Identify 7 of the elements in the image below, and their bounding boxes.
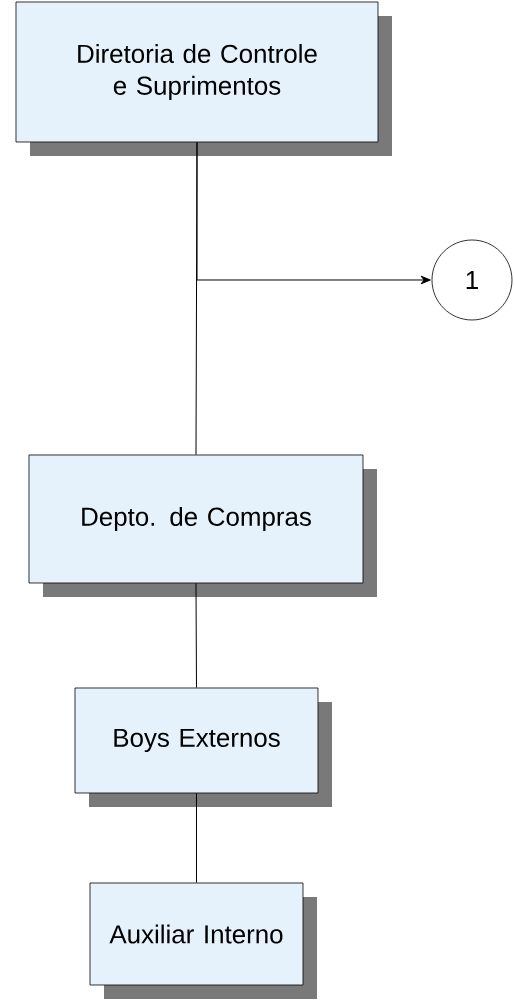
org-box: Depto. de Compras <box>28 454 377 597</box>
connector-line <box>196 792 197 884</box>
connector-line <box>195 582 197 689</box>
org-box: Auxiliar Interno <box>89 882 317 999</box>
org-box: Boys Externos <box>74 687 332 807</box>
org-box: Diretoria de Controle e Suprimentos <box>15 1 392 156</box>
connector-line <box>196 141 431 285</box>
